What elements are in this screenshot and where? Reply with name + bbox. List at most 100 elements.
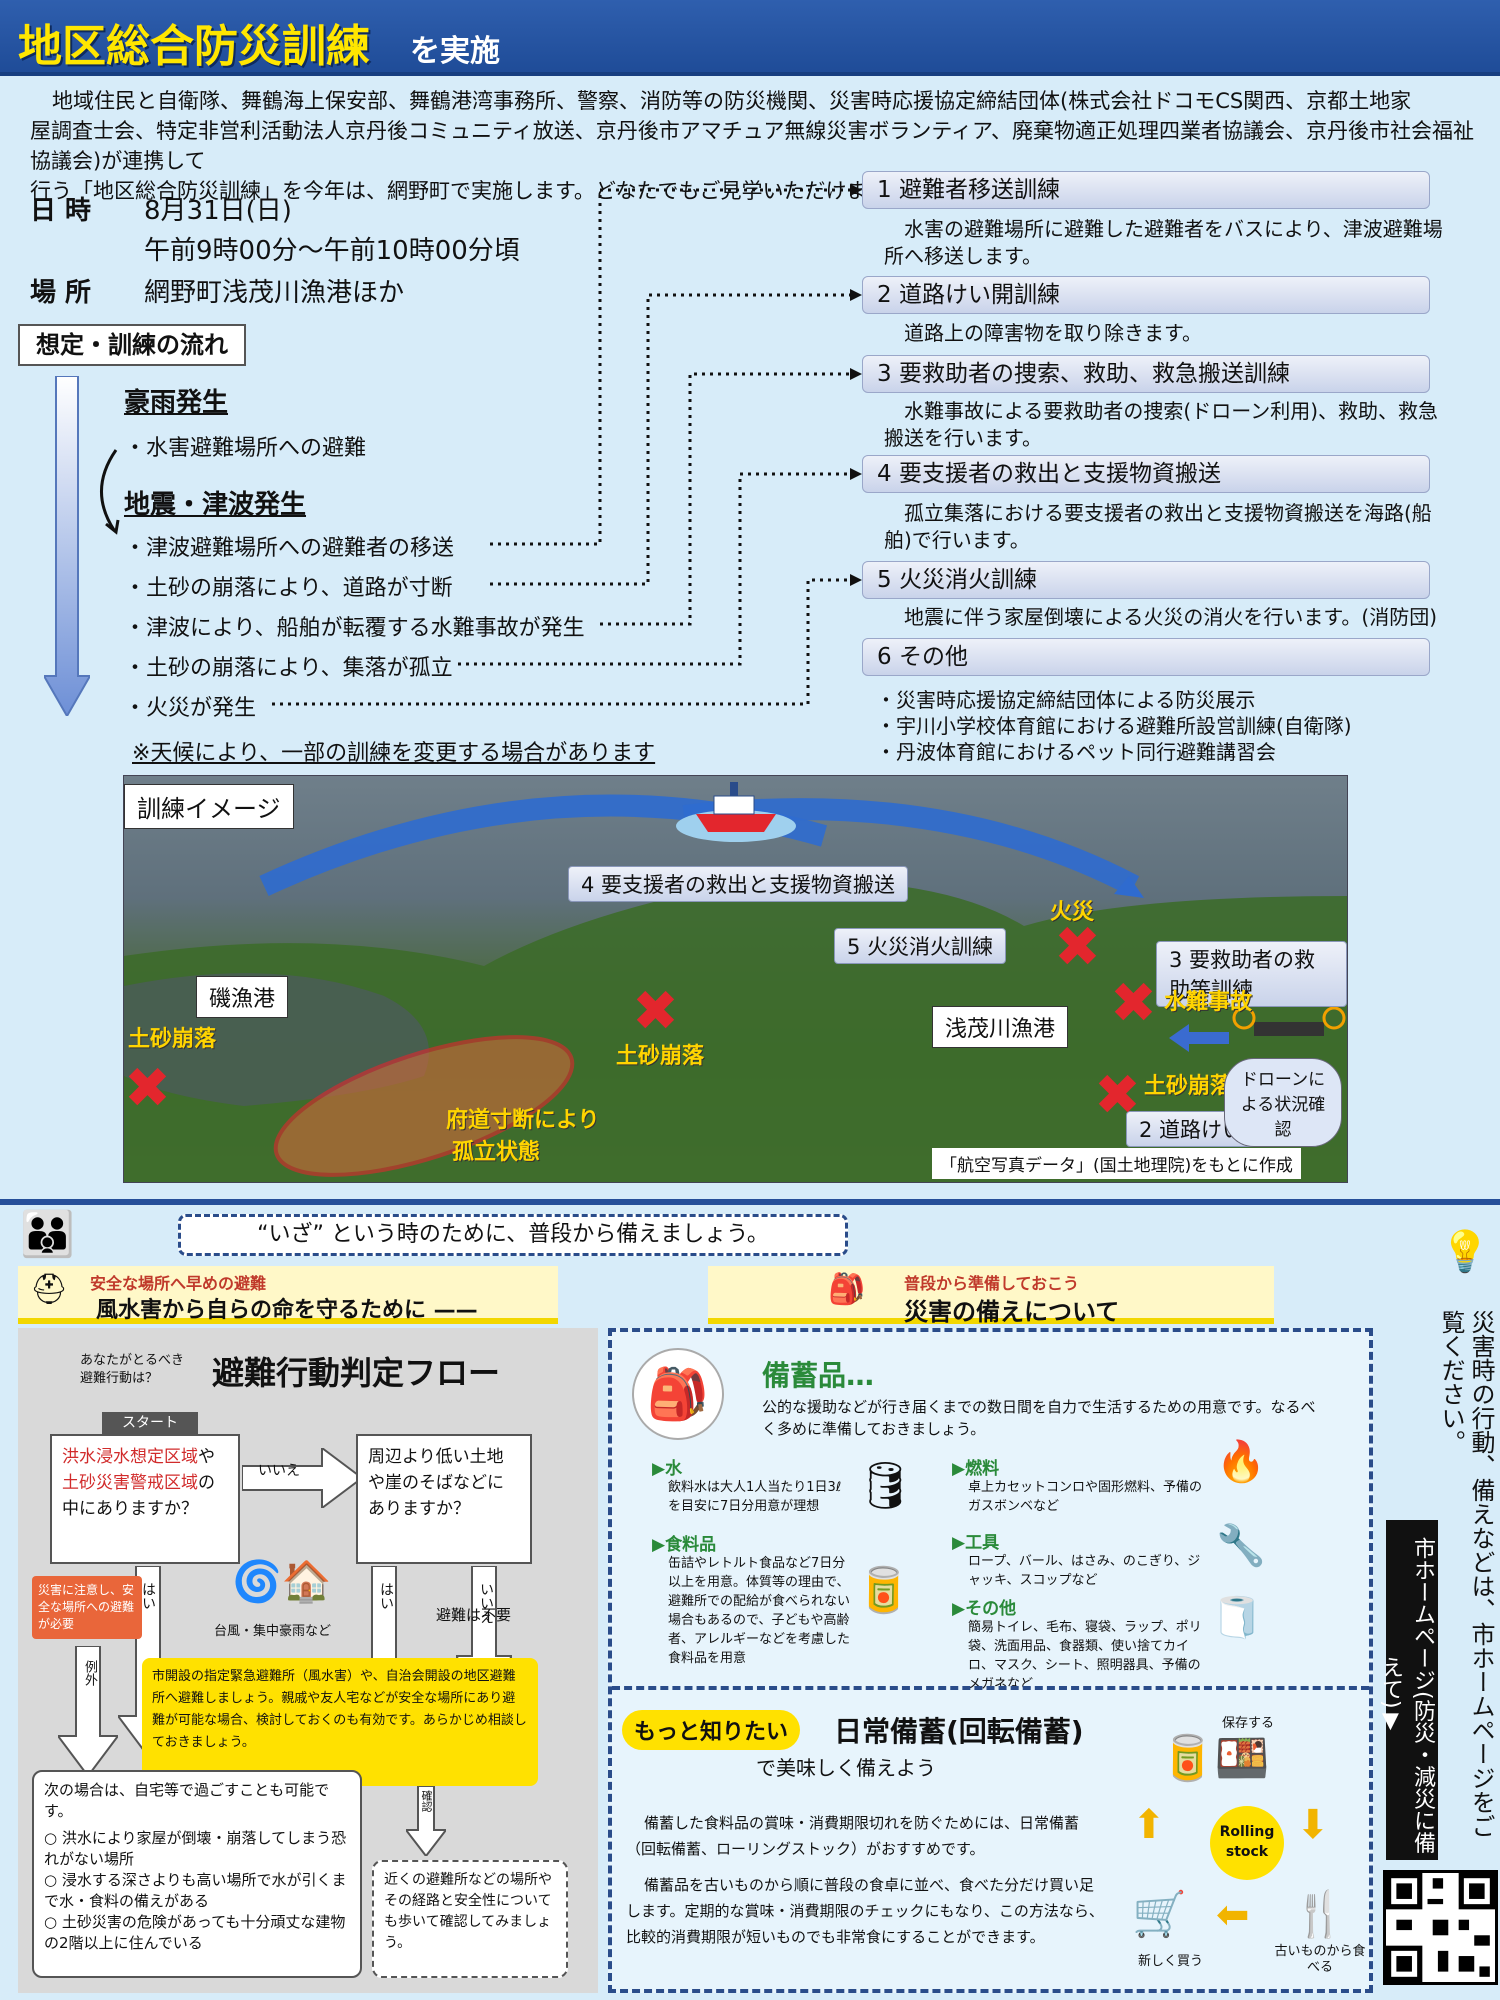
flood-section-head: ⛑ 安全な場所へ早めの避難 風水害から自らの命を守るために ——	[18, 1266, 558, 1324]
arrow-right-icon	[242, 1448, 362, 1508]
intro-line: 屋調査士会、特定非営利活動法人京丹後コミュニティ放送、京丹後市アマチュア無線災害…	[30, 119, 1474, 173]
supplies-section-head: 🎒 普段から準備しておこう 災害の備えについて	[708, 1266, 1274, 1326]
fire-label: 火災	[1050, 900, 1095, 925]
q2-box: 周辺より低い土地や崖のそばなどにありますか？	[356, 1434, 532, 1564]
intro-line: 地域住民と自衛隊、舞鶴海上保安部、舞鶴港湾事務所、警察、消防等の防災機関、災害時…	[52, 89, 1412, 113]
title-bar	[0, 0, 1500, 76]
drill-4-label: 4 要支援者の救出と支援物資搬送	[862, 455, 1430, 493]
qr-pattern	[1386, 1873, 1495, 1982]
scenario-item: ・土砂の崩落により、道路が寸断	[124, 576, 453, 601]
caution-box: 災害に注意し、安全な場所への避難が必要	[32, 1576, 142, 1639]
photo-label-drill3: 3 要救助者の救助等訓練	[1156, 941, 1347, 1007]
backpack-icon: 🎒	[828, 1272, 866, 1307]
scenario-item: ・津波避難場所への避難者の移送	[124, 536, 455, 561]
photo-credit: 「航空写真データ」(国土地理院)をもとに作成	[932, 1148, 1301, 1179]
water-accident-label: 水難事故	[1164, 990, 1253, 1015]
list-item: ○ 浸水する深さよりも高い場所で水が引くまで水・食料の備えがある	[44, 1871, 347, 1910]
yes-label: はい	[140, 1582, 156, 1610]
other-heading: ▶その他	[952, 1599, 1017, 1619]
qr-code-icon[interactable]	[1383, 1870, 1498, 1985]
fuel-desc: 卓上カセットコンロや固形燃料、予備のガスボンベなど	[968, 1480, 1203, 1514]
x-mark-icon: ✖	[1094, 1063, 1141, 1128]
no-label: いいえ	[478, 1582, 494, 1624]
list-item: ・丹波体育館におけるペット同行避難講習会	[876, 740, 1276, 764]
learn-more-badge: もっと知りたい	[622, 1710, 801, 1750]
photo-title: 訓練イメージ	[124, 784, 294, 829]
arrow-down-icon	[58, 1646, 118, 1776]
tools-heading: ▶工具	[952, 1533, 1000, 1553]
photo-label-drill4: 4 要支援者の救出と支援物資搬送	[568, 866, 909, 902]
other-desc: 簡易トイレ、毛布、寝袋、ラップ、ポリ袋、洗面用品、食器類、使い捨てカイロ、マスク…	[968, 1620, 1202, 1692]
section-subtitle: 安全な場所へ早めの避難	[90, 1274, 267, 1293]
backpack-icon: 🎒	[632, 1348, 724, 1440]
port-iso: 磯漁港	[196, 976, 289, 1018]
tools-icon: 🔧	[1216, 1523, 1266, 1569]
shopping-cart-icon: 🛒	[1132, 1889, 1187, 1940]
page-subtitle: を実施	[410, 34, 500, 69]
supplies-title: 備蓄品…	[762, 1359, 875, 1392]
x-mark-icon: ✖	[124, 1056, 171, 1121]
date-value: 8月31日(日)	[144, 196, 292, 226]
place-value: 網野町浅茂川漁港ほか	[144, 278, 405, 308]
isolation-line: 孤立状態	[452, 1140, 541, 1165]
weather-note: ※天候により、一部の訓練を変更する場合があります	[132, 741, 656, 766]
check-route-box: 近くの避難所などの場所やその経路と安全性についても歩いて確認してみましょう。	[372, 1860, 568, 1978]
curved-arrow-icon	[100, 449, 120, 535]
rolling-paragraph: 備蓄品を古いものから順に普段の食卓に並べ、食べた分だけ買い足します。定期的な賞味…	[626, 1876, 1104, 1946]
drill-5-label: 5 火災消火訓練	[862, 561, 1430, 599]
scenario-earthquake: 地震・津波発生	[124, 490, 307, 520]
supplies-panel: 🎒 備蓄品… 公的な援助などが行き届くまでの数日間を自力で生活するための用意です…	[608, 1328, 1373, 1993]
supplies-desc: 公的な援助などが行き届くまでの数日間を自力で生活するための用意です。なるべく多め…	[762, 1398, 1316, 1438]
family-illustration-icon: 👪	[20, 1209, 75, 1260]
typhoon-label: 台風・集中豪雨など	[214, 1624, 332, 1639]
cycle-arrow-down-icon: ⬇	[1296, 1802, 1330, 1848]
drill-2-label: 2 道路けい開訓練	[862, 276, 1430, 314]
drill-3-label: 3 要救助者の捜索、救助、救急搬送訓練	[862, 355, 1430, 393]
rolling-paragraph: 備蓄した食料品の賞味・消費期限切れを防ぐためには、日常備蓄（回転備蓄、ローリング…	[626, 1814, 1080, 1858]
store-label: 保存する	[1222, 1716, 1275, 1731]
list-item: ○ 洪水により家屋が倒壊・崩落してしまう恐れがない場所	[44, 1829, 347, 1868]
scenario-item: ・火災が発生	[124, 696, 257, 721]
isolation-line: 府道寸断により	[446, 1108, 600, 1133]
evacuation-flow-panel: あなたがとるべき避難行動は？ 避難行動判定フロー スタート 洪水浸水想定区域や …	[18, 1328, 598, 1993]
water-heading: ▶水	[652, 1459, 683, 1479]
fork-spoon-icon: 🍴	[1292, 1889, 1347, 1940]
no-label: いいえ	[258, 1463, 300, 1479]
typhoon-house-icon: 🌀🏠	[232, 1559, 332, 1605]
place-label: 場 所	[30, 278, 92, 308]
q1-text: や	[198, 1447, 215, 1467]
arrow-down-icon	[406, 1786, 446, 1856]
section-title: 風水害から自らの命を守るために ——	[96, 1298, 478, 1323]
homepage-guide-text: 災害時の行動、備えなどは、市ホームページをご覧ください。	[1437, 1310, 1495, 1838]
drill-1-label: 1 避難者移送訓練	[862, 171, 1430, 209]
canned-food-icon: 🥫	[856, 1565, 911, 1616]
prep-banner: “いざ” という時のために、普段から備えましょう。	[178, 1214, 848, 1256]
start-tag: スタート	[102, 1412, 198, 1434]
fuel-heading: ▶燃料	[952, 1459, 1000, 1479]
scenario-item: ・土砂の崩落により、集落が孤立	[124, 656, 453, 681]
buy-label: 新しく買う	[1138, 1954, 1204, 1969]
water-desc: 飲料水は大人1人当たり1日3ℓを目安に7日分用意が理想	[668, 1480, 842, 1514]
food-desc: 缶詰やレトルト食品など7日分以上を用意。体質等の理由で、避難所での配給が食べられ…	[668, 1556, 851, 1666]
section-title: 災害の備えについて	[904, 1298, 1120, 1326]
list-item: ○ 土砂災害の危険があっても十分頑丈な建物の2階以上に住んでいる	[44, 1913, 346, 1952]
lightbulb-icon: 💡	[1440, 1229, 1490, 1275]
flow-title: 避難行動判定フロー	[212, 1354, 501, 1392]
list-item: ・災害時応援協定締結団体による防災展示	[876, 688, 1256, 712]
training-image-map: 訓練イメージ 4 要支援者の救出と支援物資搬送 5 火災消火訓練 3 要救助者の…	[123, 775, 1348, 1183]
date-label: 日 時	[30, 196, 92, 226]
landslide-label: 土砂崩落	[1144, 1074, 1233, 1099]
not-needed-label: 避難は不要	[436, 1606, 512, 1624]
drill-1-desc: 水害の避難場所に避難した避難者をバスにより、津波避難場所へ移送します。	[884, 217, 1443, 268]
section-divider	[0, 1199, 1500, 1205]
rolling-stock-badge: Rolling stock	[1210, 1806, 1284, 1880]
helmet-icon: ⛑	[30, 1272, 69, 1307]
drill-2-desc: 道路上の障害物を取り除きます。	[904, 321, 1202, 345]
drill-6-label: 6 その他	[862, 638, 1430, 676]
section-subtitle: 普段から準備しておこう	[904, 1274, 1080, 1293]
q1-text: の中にありますか？	[62, 1473, 215, 1519]
homepage-link-banner[interactable]: 市ホームページ(防災・減災に備えて)▼	[1378, 1520, 1438, 1860]
yes-label: はい	[378, 1582, 394, 1610]
drill-5-desc: 地震に伴う家屋倒壊による火災の消火を行います。(消防団)	[904, 605, 1438, 629]
food-heading: ▶食料品	[652, 1535, 717, 1555]
